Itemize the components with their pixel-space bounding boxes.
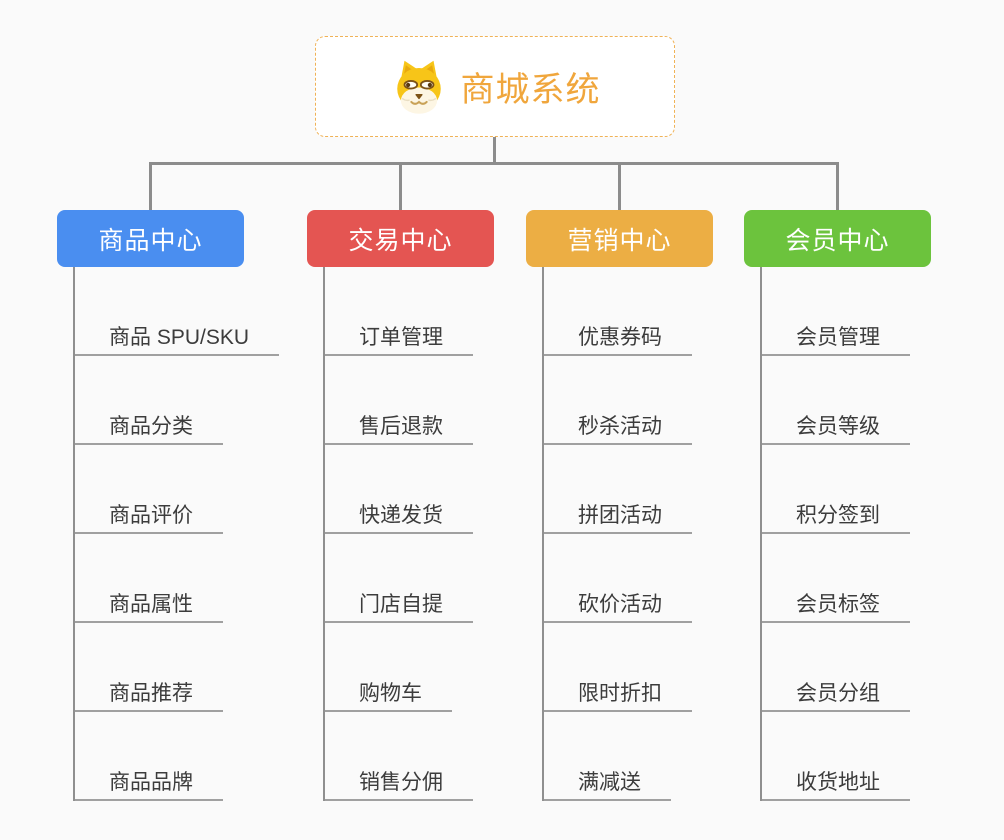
- leaf-node[interactable]: 商品评价: [75, 445, 223, 534]
- leaf-node[interactable]: 限时折扣: [544, 623, 692, 712]
- connector-drop-branch-2: [399, 164, 402, 210]
- root-title: 商城系统: [460, 71, 601, 109]
- leaf-column-member: 会员管理 会员等级 积分签到 会员标签 会员分组 收货地址: [760, 267, 910, 801]
- leaf-node[interactable]: 售后退款: [325, 356, 473, 445]
- branch-node-product-center[interactable]: 商品中心: [57, 210, 244, 267]
- leaf-node[interactable]: 销售分佣: [325, 712, 473, 801]
- connector-drop-branch-4: [836, 164, 839, 210]
- connector-drop-branch-1: [149, 164, 152, 210]
- leaf-node[interactable]: 会员标签: [762, 534, 910, 623]
- leaf-node[interactable]: 砍价活动: [544, 534, 692, 623]
- leaf-node[interactable]: 订单管理: [325, 267, 473, 356]
- leaf-node[interactable]: 收货地址: [762, 712, 910, 801]
- leaf-node[interactable]: 商品属性: [75, 534, 223, 623]
- leaf-node[interactable]: 商品品牌: [75, 712, 223, 801]
- leaf-node[interactable]: 商品分类: [75, 356, 223, 445]
- branch-node-trade-center[interactable]: 交易中心: [307, 210, 494, 267]
- leaf-node[interactable]: 积分签到: [762, 445, 910, 534]
- connector-drop-branch-3: [618, 164, 621, 210]
- leaf-node[interactable]: 拼团活动: [544, 445, 692, 534]
- leaf-node[interactable]: 购物车: [325, 623, 452, 712]
- leaf-column-marketing: 优惠券码 秒杀活动 拼团活动 砍价活动 限时折扣 满减送: [542, 267, 692, 801]
- branch-node-marketing-center[interactable]: 营销中心: [526, 210, 713, 267]
- leaf-node[interactable]: 会员等级: [762, 356, 910, 445]
- root-node[interactable]: 商城系统: [315, 36, 675, 137]
- branch-node-member-center[interactable]: 会员中心: [744, 210, 931, 267]
- leaf-node[interactable]: 满减送: [544, 712, 671, 801]
- leaf-node[interactable]: 秒杀活动: [544, 356, 692, 445]
- leaf-column-product: 商品 SPU/SKU 商品分类 商品评价 商品属性 商品推荐 商品品牌: [73, 267, 280, 801]
- leaf-node[interactable]: 商品推荐: [75, 623, 223, 712]
- dog-face-icon: [390, 57, 448, 117]
- leaf-node[interactable]: 门店自提: [325, 534, 473, 623]
- leaf-node[interactable]: 优惠券码: [544, 267, 692, 356]
- leaf-node[interactable]: 快递发货: [325, 445, 473, 534]
- connector-bus: [149, 162, 839, 165]
- leaf-node[interactable]: 会员分组: [762, 623, 910, 712]
- leaf-node[interactable]: 会员管理: [762, 267, 910, 356]
- connector-root-drop: [493, 137, 496, 164]
- leaf-column-trade: 订单管理 售后退款 快递发货 门店自提 购物车 销售分佣: [323, 267, 473, 801]
- leaf-node[interactable]: 商品 SPU/SKU: [75, 267, 280, 356]
